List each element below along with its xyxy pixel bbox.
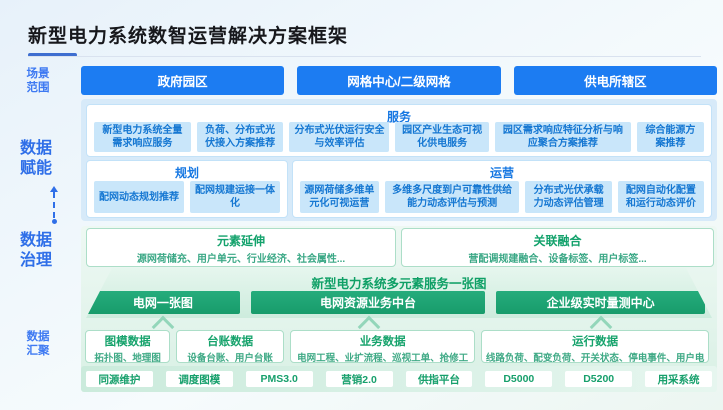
business-data-box: 业务数据 电网工程、业扩流程、巡视工单、抢修工单... [290,330,476,378]
layer-label-empowerment: 数据赋能 [19,140,52,177]
scene-button-government-park: 政府园区 [81,66,285,95]
scene-scope-row: 政府园区 网格中心/二级网格 供电所辖区 [81,66,717,95]
operation-chip: 多维多尺度到户可靠性供给能力动态评估与预测 [384,181,520,213]
source-system-tongyuan-weihu: 同源维护 [86,371,153,387]
service-chip: 综合能源方案推荐 [636,122,704,152]
operation-chip-row: 源网荷储多维单元化可视运营 多维多尺度到户可靠性供给能力动态评估与预测 分布式光… [300,181,704,213]
service-chip: 园区产业生态可视化供电服务 [395,122,489,152]
planning-chip-row: 配网动态规划推荐 配网规建运接一体化 [94,181,280,213]
element-extension-sub: 源网荷储充、用户单元、行业经济、社会属性... [136,254,346,265]
data-box-title: 业务数据 [359,336,406,348]
service-chip-row: 新型电力系统全量需求响应服务 负荷、分布式光伏接入方案推荐 分布式光伏运行安全与… [94,122,704,152]
source-system-d5000: D5000 [485,371,553,387]
operation-chip: 配网自动化配置和运行动态评价 [617,181,704,213]
source-system-strip: 同源维护 调度图模 PMS3.0 营销2.0 供指平台 D5000 D5200 … [81,366,717,392]
association-fusion-box: 关联融合 营配调规建融合、设备标签、用户标签... [401,228,714,267]
source-system-d5200: D5200 [565,371,633,387]
platform-button-realtime-measurement-center: 企业级实时量测中心 [496,291,705,314]
layer-label-governance: 数据治理 [19,232,52,269]
dashed-line [53,192,55,218]
planning-box-title: 规划 [174,166,199,180]
scene-button-power-supply-area: 供电所辖区 [513,66,717,95]
source-system-diaodu-tumo: 调度图模 [165,371,233,387]
layer-label-scene: 场景范围 [26,68,50,95]
service-chip: 新型电力系统全量需求响应服务 [94,122,191,152]
ledger-data-box: 台账数据 设备台账、用户台账 [176,330,285,364]
page-title: 新型电力系统数智运营解决方案框架 [28,26,349,47]
data-box-title: 台账数据 [207,336,254,348]
source-system-pms3: PMS3.0 [245,371,313,387]
title-divider [28,56,701,57]
data-box-title: 图模数据 [104,336,151,348]
data-box-sub: 设备台账、用户台账 [187,353,273,364]
service-box: 服务 新型电力系统全量需求响应服务 负荷、分布式光伏接入方案推荐 分布式光伏运行… [86,104,712,157]
association-fusion-sub: 营配调规建融合、设备标签、用户标签... [468,254,647,265]
planning-chip: 配网规建运接一体化 [190,181,280,213]
service-box-title: 服务 [386,110,411,124]
bidirectional-arrow-icon [48,186,60,228]
one-map-title: 新型电力系统多元素服务一张图 [311,277,487,291]
operation-box-title: 运营 [489,166,514,180]
graph-model-data-box: 图模数据 拓扑图、地理图 [85,330,171,364]
arrow-dot-icon [51,219,57,224]
planning-box: 规划 配网动态规划推荐 配网规建运接一体化 [86,160,288,218]
association-fusion-title: 关联融合 [533,234,582,248]
data-box-title: 运行数据 [572,336,619,348]
element-extension-title: 元素延伸 [216,234,265,248]
source-system-row: 同源维护 调度图模 PMS3.0 营销2.0 供指平台 D5000 D5200 … [86,371,712,387]
platform-button-grid-resource-middle-platform: 电网资源业务中台 [251,291,486,314]
service-chip: 负荷、分布式光伏接入方案推荐 [196,122,284,152]
operation-chip: 分布式光伏承载力动态评估管理 [525,181,612,213]
platform-button-grid-one-map: 电网一张图 [86,291,240,314]
layer-label-aggregation: 数据汇聚 [26,331,50,358]
title-accent-bar [28,53,77,57]
source-system-yongcai: 用采系统 [645,371,712,387]
source-system-yingxiao2: 营销2.0 [325,371,393,387]
service-chip: 园区需求响应特征分析与响应聚合方案推荐 [494,122,631,152]
service-chip: 分布式光伏运行安全与效率评估 [289,122,390,152]
arrow-head-icon [50,186,58,192]
data-aggregation-row: 图模数据 拓扑图、地理图 台账数据 设备台账、用户台账 业务数据 电网工程、业扩… [85,330,709,378]
one-map-band: 新型电力系统多元素服务一张图 电网一张图 电网资源业务中台 企业级实时量测中心 [86,268,712,318]
empowerment-panel: 服务 新型电力系统全量需求响应服务 负荷、分布式光伏接入方案推荐 分布式光伏运行… [81,99,717,221]
operation-chip: 源网荷储多维单元化可视运营 [300,181,379,213]
operation-data-box: 运行数据 线路负荷、配变负荷、开关状态、停电事件、用户电量... [481,330,709,378]
platform-button-row: 电网一张图 电网资源业务中台 企业级实时量测中心 [86,291,705,314]
data-box-sub: 拓扑图、地理图 [94,353,161,364]
scene-button-grid-center: 网格中心/二级网格 [297,66,501,95]
planning-chip: 配网动态规划推荐 [94,181,184,213]
source-system-gongzhi-platform: 供指平台 [405,371,473,387]
element-extension-box: 元素延伸 源网荷储充、用户单元、行业经济、社会属性... [86,228,396,267]
operation-box: 运营 源网荷储多维单元化可视运营 多维多尺度到户可靠性供给能力动态评估与预测 分… [292,160,712,218]
